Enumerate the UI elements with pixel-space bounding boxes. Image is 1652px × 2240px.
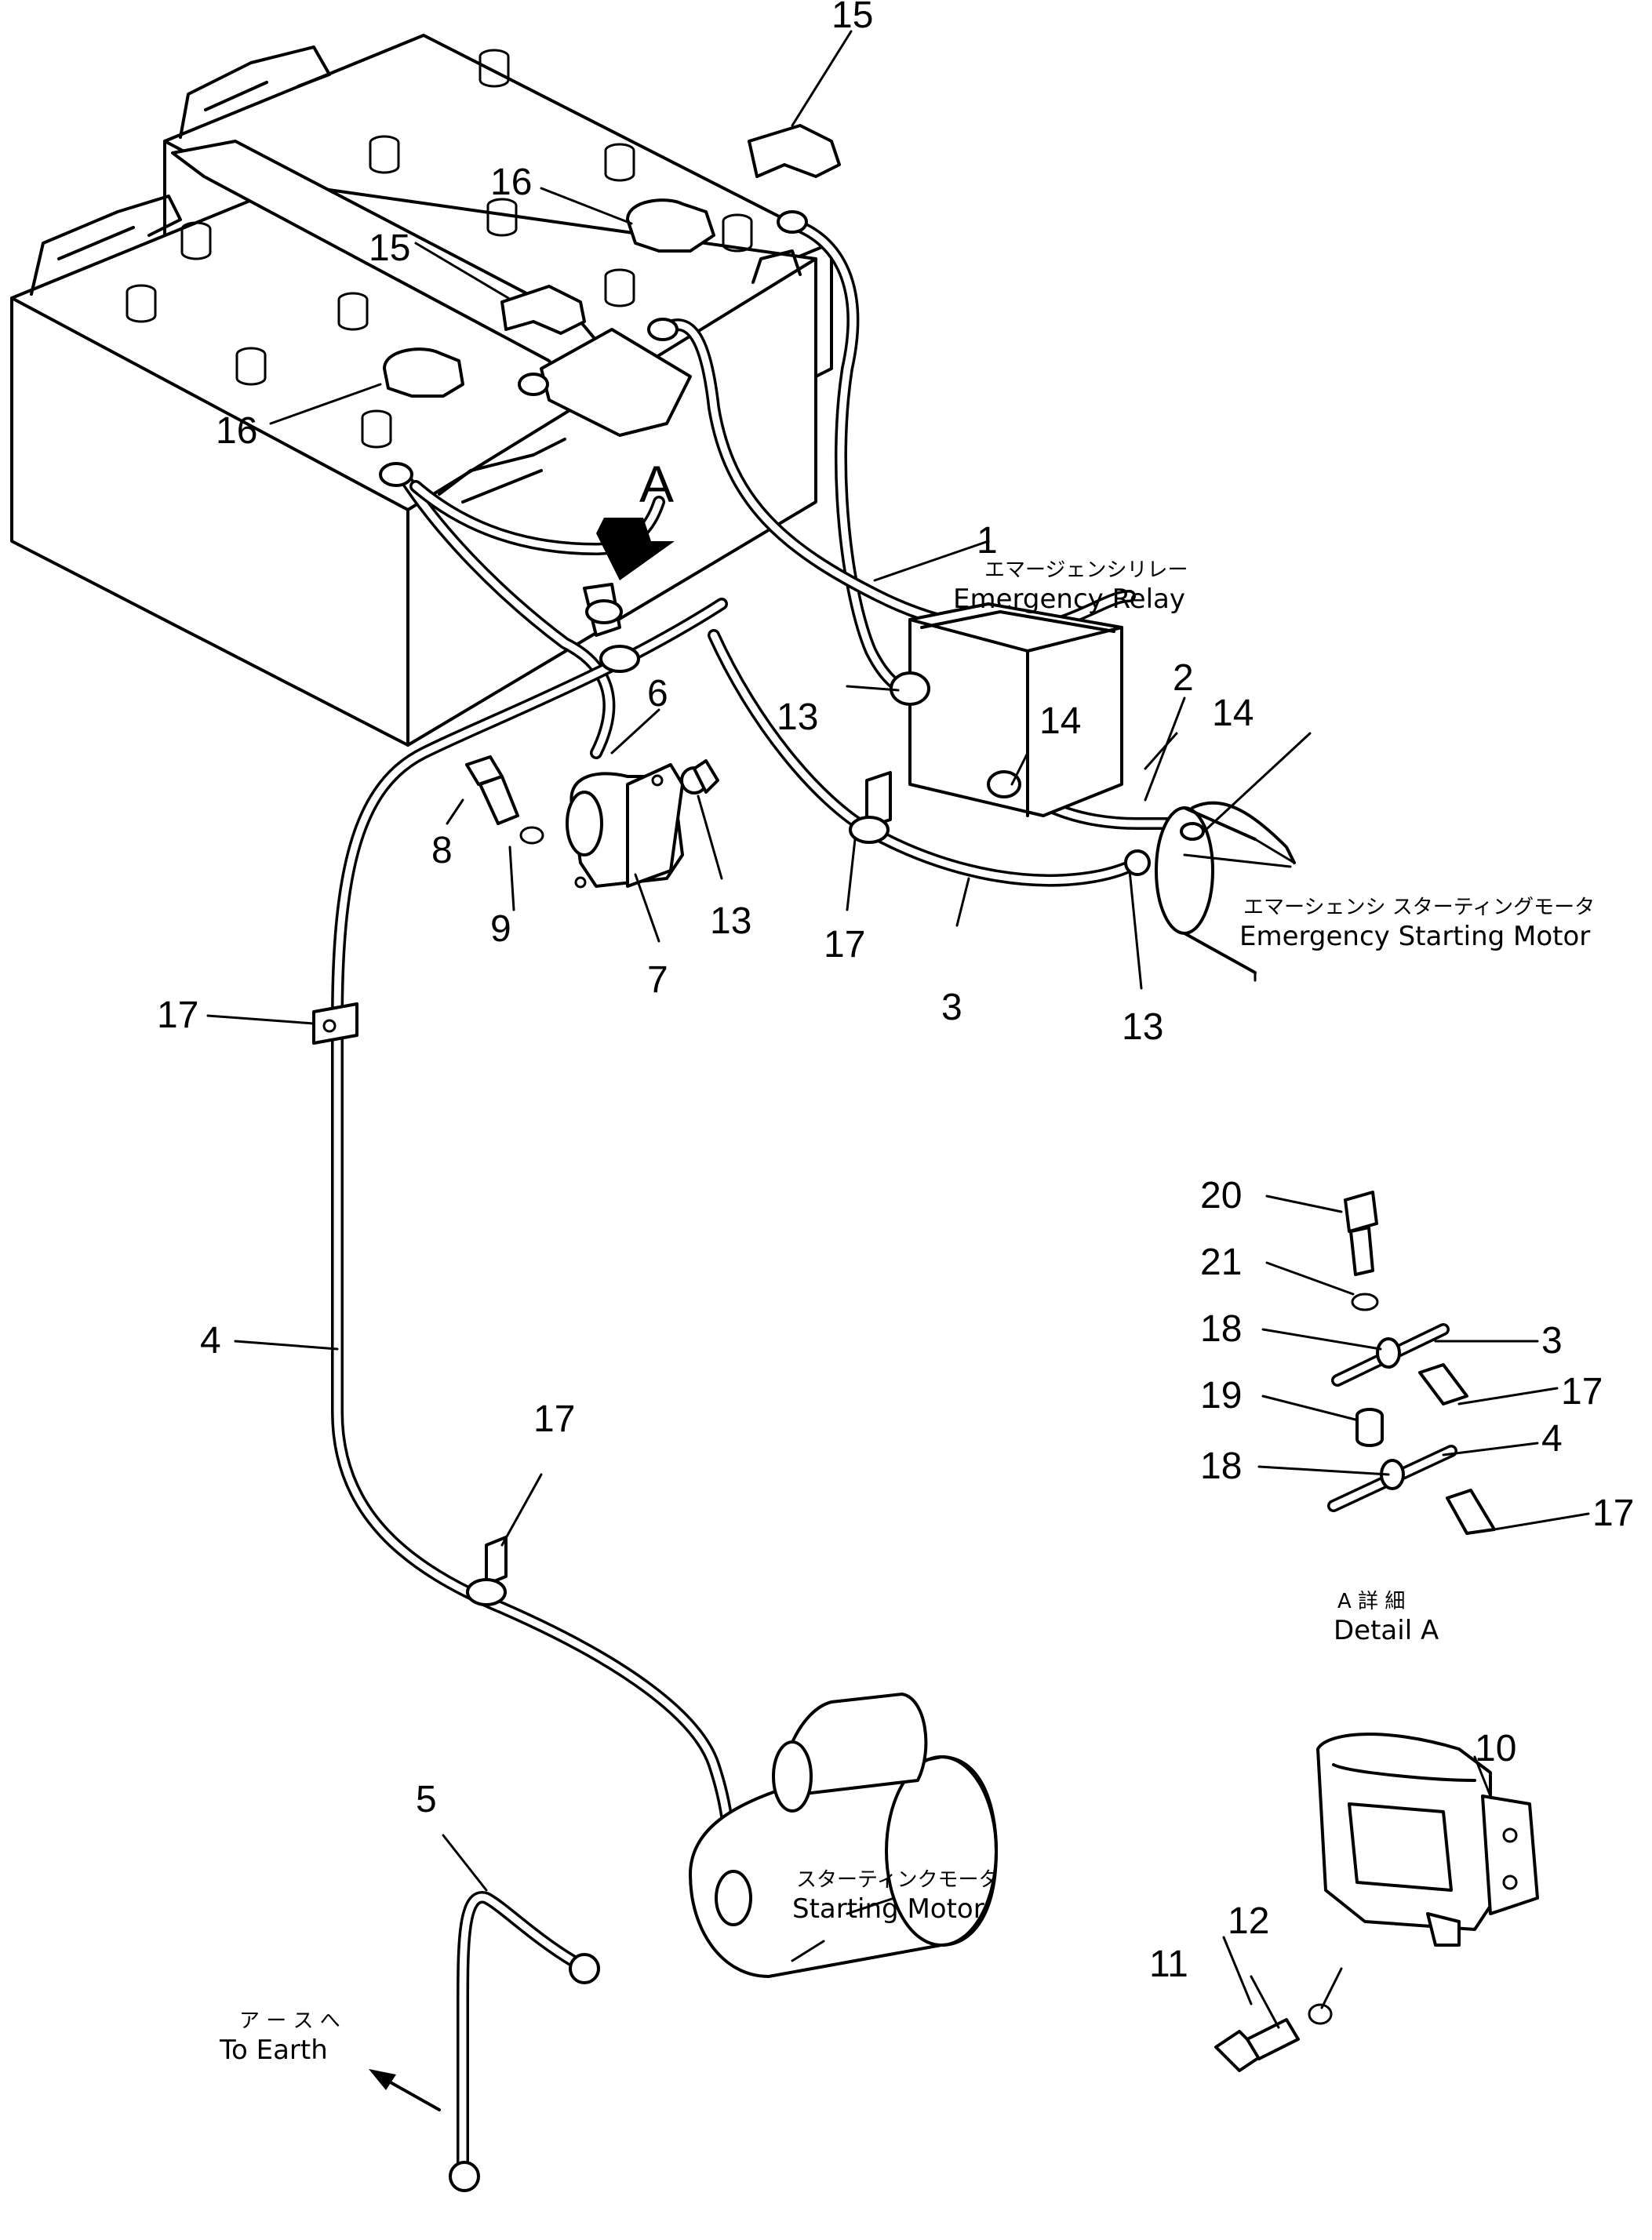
callout-13-relay: 13 bbox=[777, 696, 818, 738]
callout-14-motor: 14 bbox=[1212, 693, 1254, 734]
view-a-label: A bbox=[639, 455, 674, 513]
terminal-cover-16-mid bbox=[383, 347, 464, 398]
callout-18-bottom: 18 bbox=[1200, 1445, 1242, 1487]
callout-9: 9 bbox=[490, 908, 511, 950]
bolt-8 bbox=[465, 755, 519, 825]
callout-4-detail: 4 bbox=[1541, 1418, 1563, 1460]
emergency-starting-motor bbox=[1155, 801, 1296, 982]
callout-16-mid: 16 bbox=[216, 410, 257, 452]
cable-3-lower bbox=[708, 629, 1144, 887]
callout-17-left: 17 bbox=[157, 995, 198, 1036]
cable-4 bbox=[331, 598, 736, 1873]
callout-15-top: 15 bbox=[831, 0, 873, 36]
starting-motor-label-en: Starting Motor bbox=[792, 1893, 984, 1925]
callout-7: 7 bbox=[647, 959, 668, 1001]
callout-17-detail-top: 17 bbox=[1561, 1371, 1603, 1413]
part-callouts: 15 16 15 16 1 13 14 2 14 6 8 9 7 13 17 3… bbox=[157, 0, 1634, 1985]
bolt-11 bbox=[1214, 2018, 1300, 2072]
callout-20: 20 bbox=[1200, 1175, 1242, 1216]
callout-17-lower: 17 bbox=[533, 1398, 575, 1440]
to-earth-label-en: To Earth bbox=[219, 2035, 328, 2066]
callout-15-mid: 15 bbox=[369, 227, 410, 269]
callout-14-relay: 14 bbox=[1039, 700, 1081, 742]
callout-18-top: 18 bbox=[1200, 1308, 1242, 1350]
terminal-cover bbox=[540, 328, 692, 437]
callout-17-cable3: 17 bbox=[824, 924, 865, 965]
terminal-cover-15-mid bbox=[500, 285, 586, 335]
callout-21: 21 bbox=[1200, 1242, 1242, 1283]
callout-3: 3 bbox=[941, 987, 962, 1028]
callout-6: 6 bbox=[647, 673, 668, 715]
callout-4: 4 bbox=[200, 1320, 221, 1362]
detail-a-label-en: Detail A bbox=[1334, 1615, 1439, 1646]
cable-5 bbox=[457, 1891, 579, 2171]
callout-2: 2 bbox=[1173, 657, 1194, 699]
detail-a-label-jp: A 詳 細 bbox=[1337, 1590, 1405, 1613]
washer-12 bbox=[1308, 2003, 1333, 2025]
washer-9 bbox=[519, 826, 544, 845]
to-earth-arrow bbox=[369, 2069, 441, 2111]
lug-13-small bbox=[680, 759, 719, 795]
cable-6 bbox=[394, 464, 616, 759]
callout-8: 8 bbox=[431, 830, 453, 871]
relay-10 bbox=[1316, 1733, 1539, 1947]
battery-caps bbox=[126, 49, 753, 449]
callout-16-top: 16 bbox=[490, 162, 532, 203]
starting-motor bbox=[689, 1693, 998, 1978]
callout-11: 11 bbox=[1149, 1944, 1188, 1985]
starting-motor-label-jp: スターティンクモータ bbox=[796, 1868, 999, 1892]
terminal-cover-15-top bbox=[748, 124, 841, 178]
callout-3-detail: 3 bbox=[1541, 1320, 1563, 1362]
cable-1 bbox=[786, 217, 916, 696]
emergency-motor-label-en: Emergency Starting Motor bbox=[1239, 921, 1590, 952]
emergency-motor-label-jp: エマーシェンシ スターティングモータ bbox=[1243, 896, 1595, 919]
cable-clamps bbox=[312, 583, 892, 1606]
battery-relay bbox=[566, 763, 684, 889]
callout-19: 19 bbox=[1200, 1375, 1242, 1416]
callout-13-lug: 13 bbox=[710, 900, 751, 942]
view-arrow-a bbox=[596, 518, 675, 580]
to-earth-label-jp: ア ー ス へ bbox=[239, 2009, 340, 2033]
terminal-cover-16-top bbox=[626, 198, 715, 253]
leader-lines bbox=[206, 30, 1590, 2029]
callout-5: 5 bbox=[416, 1779, 437, 1820]
callout-1: 1 bbox=[977, 520, 998, 562]
emergency-relay-label-jp: エマージェンシリレー bbox=[984, 558, 1188, 582]
detail-a-parts bbox=[1327, 1191, 1496, 1535]
emergency-relay-box bbox=[890, 602, 1123, 817]
emergency-relay-label-en: Emergency Relay bbox=[953, 584, 1185, 615]
callout-17-detail-bottom: 17 bbox=[1592, 1493, 1634, 1534]
callout-10: 10 bbox=[1475, 1728, 1516, 1769]
text-labels: A エマージェンシリレー Emergency Relay エマーシェンシ スター… bbox=[219, 455, 1595, 2066]
callout-13-motor: 13 bbox=[1122, 1006, 1163, 1048]
callout-12: 12 bbox=[1228, 1900, 1269, 1942]
